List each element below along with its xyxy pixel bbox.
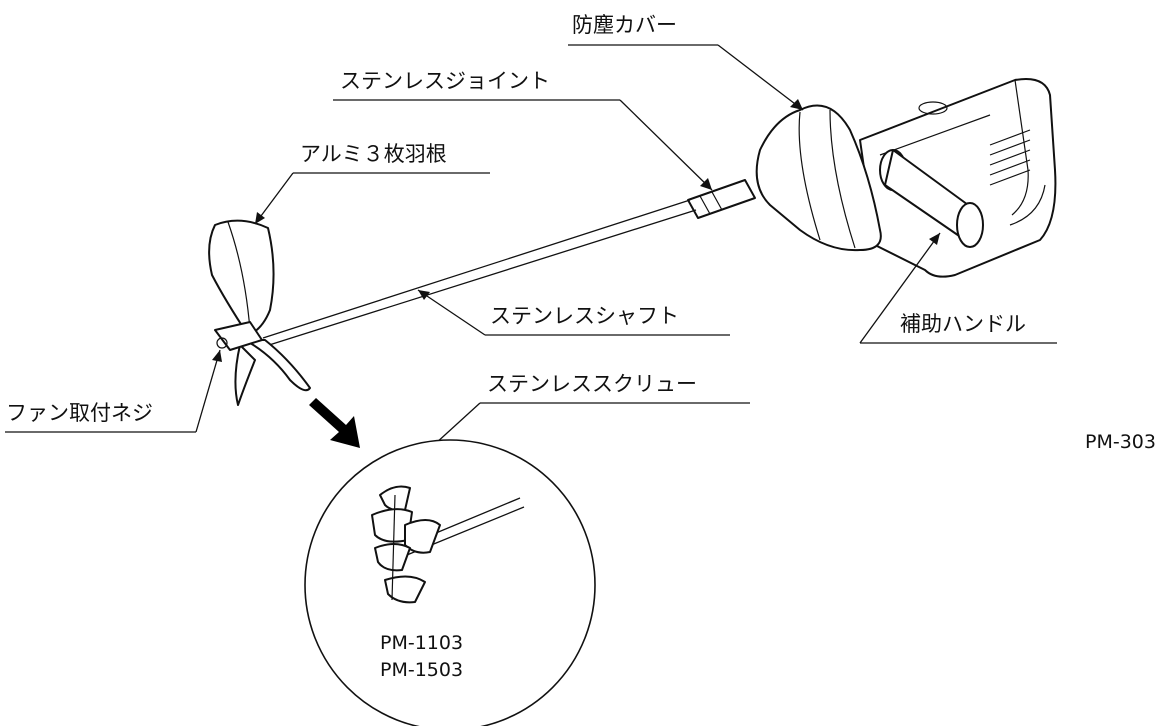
- label-fan-screw: ファン取付ネジ: [6, 401, 153, 425]
- leader-aluminum-blade: [254, 172, 490, 225]
- main-model-label: PM-303: [1085, 431, 1156, 453]
- dust-cover: [755, 104, 882, 252]
- detail-model-2: PM-1503: [380, 659, 463, 681]
- stainless-shaft: [262, 199, 697, 347]
- leader-aux-handle: [859, 232, 1057, 344]
- detail-arrow: [309, 398, 360, 448]
- label-stainless-shaft: ステンレスシャフト: [490, 304, 679, 328]
- motor-housing: [859, 78, 1057, 278]
- detail-model-1: PM-1103: [380, 632, 463, 654]
- label-dust-cover: 防塵カバー: [572, 13, 677, 37]
- leader-dust-cover: [568, 44, 804, 111]
- auxiliary-handle: [879, 149, 984, 248]
- label-aluminum-blade: アルミ３枚羽根: [300, 142, 447, 166]
- leader-stainless-joint: [333, 99, 713, 191]
- detail-circle: PM-1103 PM-1503: [304, 439, 596, 726]
- leader-stainless-shaft: [417, 289, 730, 336]
- leader-fan-screw: [5, 349, 222, 433]
- label-aux-handle: 補助ハンドル: [900, 312, 1026, 336]
- stainless-joint: [687, 179, 756, 219]
- label-stainless-screw: ステンレススクリュー: [487, 372, 697, 396]
- label-stainless-joint: ステンレスジョイント: [340, 69, 550, 93]
- aluminum-blade: [208, 219, 311, 406]
